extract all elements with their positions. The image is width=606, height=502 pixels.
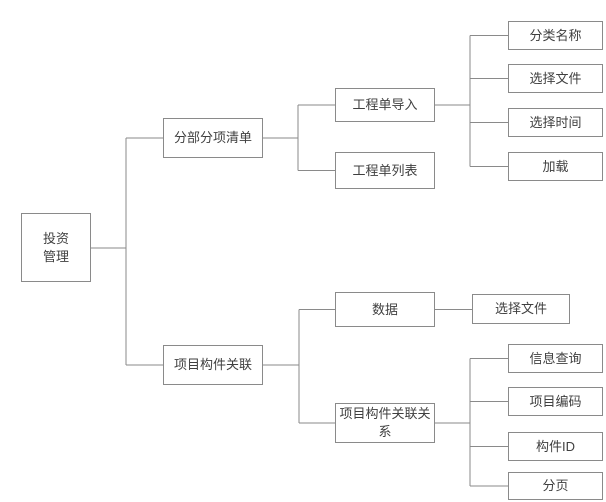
node-project-code[interactable]: 项目编码 [508, 387, 603, 416]
node-label: 工程单列表 [352, 162, 418, 178]
node-label: 选择时间 [529, 114, 582, 130]
node-label: 信息查询 [529, 350, 582, 366]
node-work-order-import[interactable]: 工程单导入 [335, 88, 435, 122]
node-component-association-relation[interactable]: 项目构件关联关系 [335, 403, 435, 443]
node-label: 项目构件关联关系 [339, 406, 431, 439]
node-load[interactable]: 加载 [508, 152, 603, 181]
node-select-file[interactable]: 选择文件 [508, 64, 603, 93]
node-select-file-data[interactable]: 选择文件 [472, 294, 570, 324]
node-label: 分页 [542, 478, 569, 494]
connector-relation-to-leaves [435, 358, 508, 487]
node-label: 选择文件 [529, 70, 582, 86]
node-label: 投资管理 [42, 230, 69, 264]
node-label: 分类名称 [529, 27, 582, 43]
node-work-order-list[interactable]: 工程单列表 [335, 152, 435, 189]
node-data[interactable]: 数据 [335, 292, 435, 327]
node-label: 工程单导入 [352, 97, 418, 113]
node-label: 选择文件 [494, 301, 547, 317]
node-component-id[interactable]: 构件ID [508, 432, 603, 461]
node-subdivision-item-list[interactable]: 分部分项清单 [163, 118, 263, 158]
node-label: 项目构件关联 [173, 357, 252, 373]
connector-association-to-children [263, 309, 335, 424]
node-info-query[interactable]: 信息查询 [508, 344, 603, 373]
connector-import-to-leaves [435, 35, 508, 167]
node-pagination[interactable]: 分页 [508, 472, 603, 500]
node-select-time[interactable]: 选择时间 [508, 108, 603, 137]
node-label: 数据 [371, 301, 398, 317]
node-project-component-association[interactable]: 项目构件关联 [163, 345, 263, 385]
node-label: 分部分项清单 [173, 130, 252, 146]
node-category-name[interactable]: 分类名称 [508, 21, 603, 50]
node-label: 项目编码 [529, 393, 582, 409]
node-label: 构件ID [535, 438, 575, 454]
node-investment-management[interactable]: 投资管理 [21, 213, 91, 282]
node-label: 加载 [542, 158, 569, 174]
connector-subdivision-to-children [263, 104, 335, 171]
connector-root-to-level2 [91, 137, 163, 366]
